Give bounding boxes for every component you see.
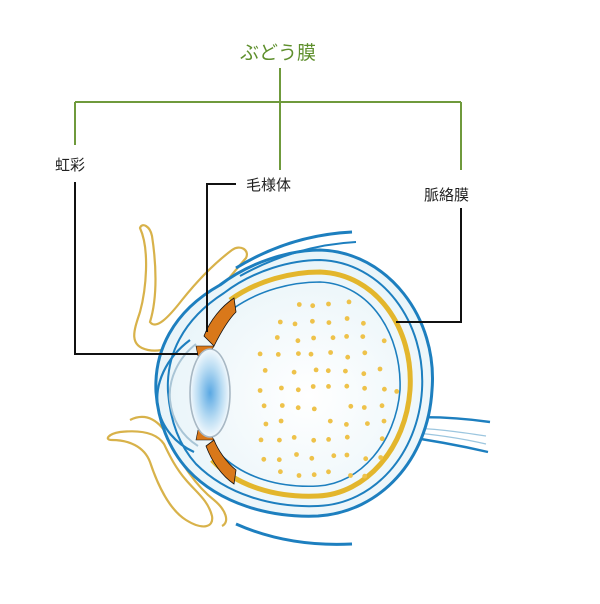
vitreous-dot bbox=[360, 334, 365, 339]
vitreous-dot bbox=[326, 368, 331, 373]
vitreous-dot bbox=[275, 335, 280, 340]
vitreous-dot bbox=[292, 370, 297, 375]
vitreous-dot bbox=[362, 386, 367, 391]
vitreous-dot bbox=[264, 422, 269, 427]
vitreous-dot bbox=[345, 453, 350, 458]
vitreous-dot bbox=[345, 435, 350, 440]
vitreous-dot bbox=[296, 338, 301, 343]
vitreous-dot bbox=[292, 435, 297, 440]
vitreous-dot bbox=[382, 419, 387, 424]
vitreous-dot bbox=[345, 316, 350, 321]
choroid-label: 脈絡膜 bbox=[424, 184, 469, 205]
vitreous-dot bbox=[296, 387, 301, 392]
vitreous-dot bbox=[380, 436, 385, 441]
vitreous-dot bbox=[259, 438, 264, 443]
vitreous-dot bbox=[262, 403, 267, 408]
vitreous-dot bbox=[362, 405, 367, 410]
vitreous-dot bbox=[309, 456, 314, 461]
vitreous-dot bbox=[297, 473, 302, 478]
vitreous-dot bbox=[344, 422, 349, 427]
vitreous-dot bbox=[343, 369, 348, 374]
vitreous-dot bbox=[258, 388, 263, 393]
vitreous-dot bbox=[328, 419, 333, 424]
vitreous-dot bbox=[310, 319, 315, 324]
vitreous-dot bbox=[348, 473, 353, 478]
vitreous-dot bbox=[327, 320, 332, 325]
vitreous-dot bbox=[297, 302, 302, 307]
vitreous-dot bbox=[362, 350, 367, 355]
vitreous-dot bbox=[326, 469, 331, 474]
orbital-lower-line bbox=[236, 524, 352, 544]
vitreous-dot bbox=[361, 321, 366, 326]
vitreous-dot bbox=[310, 303, 315, 308]
vitreous-dot bbox=[276, 352, 281, 357]
vitreous-dot bbox=[361, 371, 366, 376]
vitreous-dot bbox=[258, 352, 263, 357]
vitreous-dot bbox=[347, 300, 352, 305]
vitreous-dot bbox=[263, 368, 268, 373]
vitreous-dot bbox=[277, 438, 282, 443]
vitreous-dot bbox=[326, 384, 331, 389]
vitreous-dot bbox=[328, 350, 333, 355]
vitreous-dot bbox=[311, 384, 316, 389]
vitreous-dot bbox=[344, 384, 349, 389]
vitreous-dot bbox=[363, 456, 368, 461]
vitreous-dot bbox=[362, 474, 367, 479]
vitreous-dot bbox=[311, 438, 316, 443]
vitreous-dot bbox=[382, 338, 387, 343]
vitreous-dot bbox=[344, 334, 349, 339]
vitreous-dot bbox=[279, 386, 284, 391]
vitreous-dot bbox=[277, 457, 282, 462]
vitreous-dot bbox=[348, 404, 353, 409]
vitreous-dot bbox=[278, 469, 283, 474]
ciliary-body-label: 毛様体 bbox=[246, 174, 291, 195]
vitreous-dot bbox=[294, 452, 299, 457]
vitreous-dot bbox=[261, 457, 266, 462]
lens bbox=[190, 349, 230, 437]
vitreous-dot bbox=[278, 320, 283, 325]
vitreous-dot bbox=[309, 352, 314, 357]
vitreous-dot bbox=[378, 455, 383, 460]
vitreous-dot bbox=[331, 453, 336, 458]
uvea-group-label: ぶどう膜 bbox=[240, 38, 316, 65]
iris-label: 虹彩 bbox=[55, 154, 85, 175]
vitreous-dot bbox=[345, 355, 350, 360]
vitreous-dot bbox=[311, 336, 316, 341]
vitreous-dot bbox=[280, 403, 285, 408]
vitreous-dot bbox=[312, 472, 317, 477]
vitreous-dot bbox=[326, 302, 331, 307]
uvea-bracket bbox=[75, 68, 461, 170]
vitreous-dot bbox=[378, 367, 383, 372]
vitreous-dot bbox=[326, 437, 331, 442]
vitreous-dot bbox=[394, 389, 399, 394]
vitreous-dot bbox=[312, 407, 317, 412]
vitreous-dot bbox=[279, 419, 284, 424]
vitreous-dot bbox=[380, 403, 385, 408]
vitreous-dot bbox=[331, 335, 336, 340]
vitreous-dot bbox=[296, 405, 301, 410]
vitreous-dot bbox=[382, 387, 387, 392]
vitreous-dot bbox=[314, 368, 319, 373]
vitreous-dot bbox=[296, 351, 301, 356]
vitreous-dot bbox=[365, 421, 370, 426]
vitreous-dot bbox=[293, 322, 298, 327]
